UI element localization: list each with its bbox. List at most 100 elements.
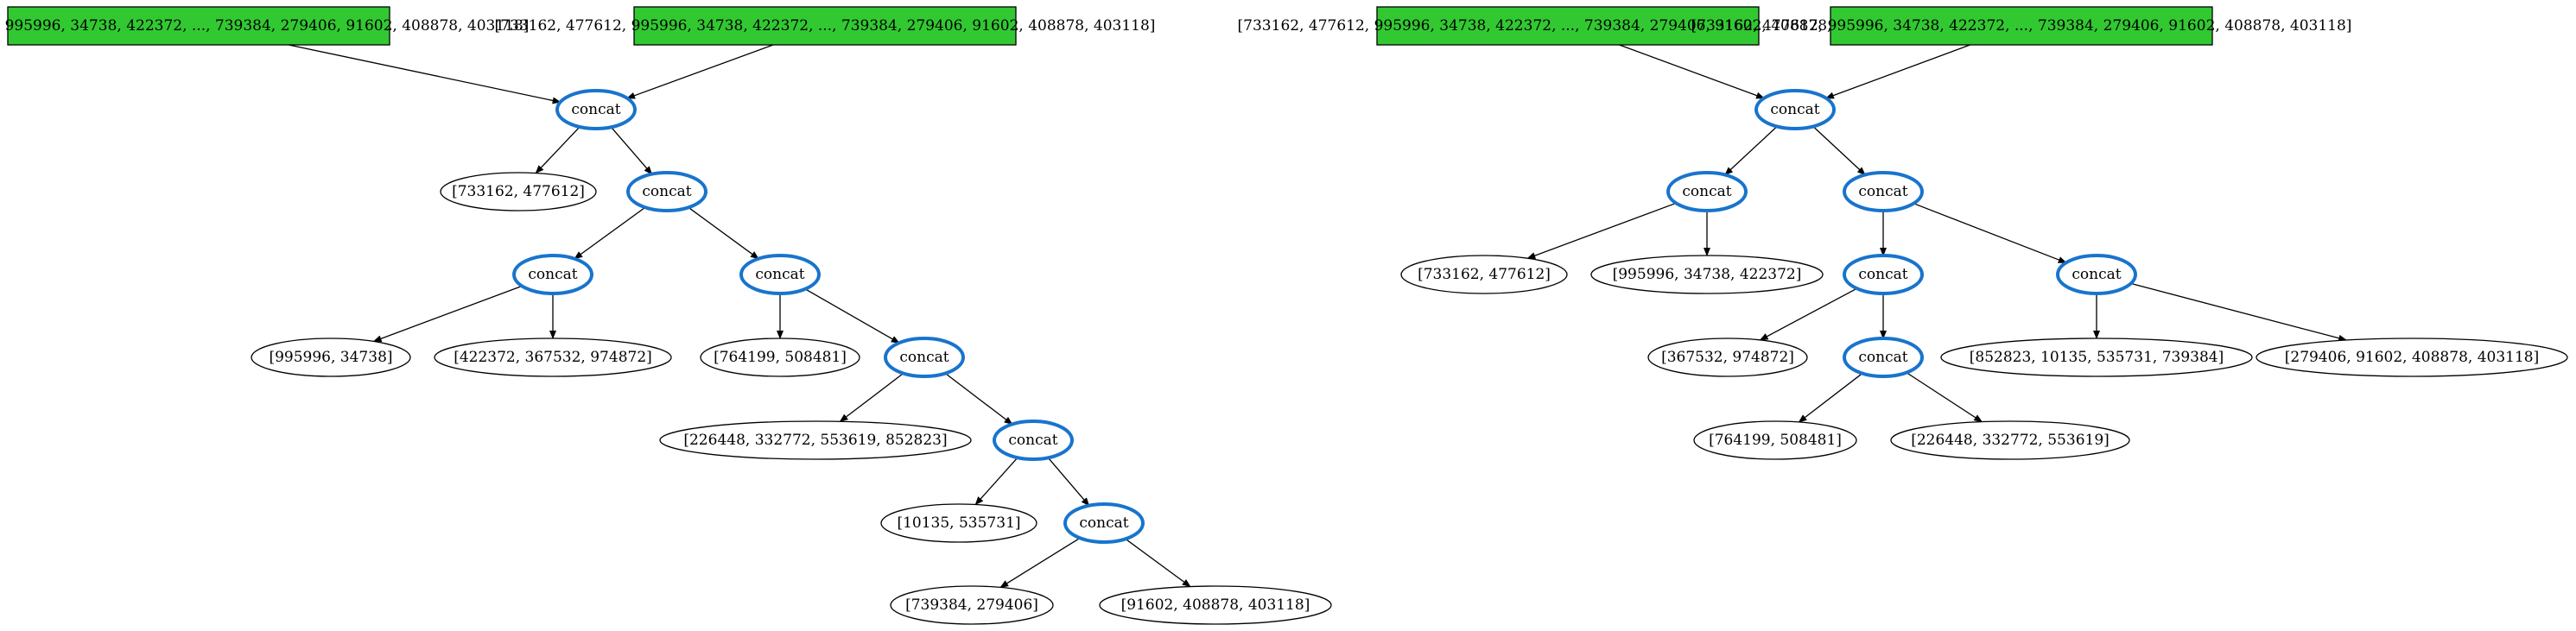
leaf-label: [91602, 408878, 403118] [1121,596,1310,614]
right-concat-node: concat [1843,254,1924,295]
right-leaf-node: [764199, 508481] [1693,420,1857,460]
right-leaf-node: [279406, 91602, 408878, 403118] [2256,338,2568,377]
concat-ellipse [884,337,965,378]
concat-ellipse [626,171,707,212]
left-leaf-node: [422372, 367532, 974872] [434,338,672,377]
left-leaf-node: [764199, 508481] [700,338,860,377]
concat-ellipse [993,420,1074,461]
left-leaf-node: [739384, 279406] [890,585,1054,625]
left-concat-node: concat [993,420,1074,461]
nodes-layer: [733162, 477612, 995996, 34738, 422372, … [0,6,2568,625]
leaf-ellipse [1590,255,1824,294]
left-tree-root-node: [733162, 477612, 995996, 34738, 422372, … [0,6,529,46]
edge-l_c6-to-l_leaf6 [974,457,1018,506]
edge-l_root1-to-l_c1 [289,44,562,104]
left-tree-root-node: [733162, 477612, 995996, 34738, 422372, … [495,6,1155,46]
concat-label: concat [1858,266,1907,283]
leaf-label: [764199, 508481] [714,349,847,366]
concat-label: concat [755,266,804,283]
leaf-label: [733162, 477612] [452,183,585,200]
leaf-label: [226448, 332772, 553619] [1911,432,2110,449]
leaf-ellipse [1940,338,2253,377]
right-leaf-node: [733162, 477612] [1400,255,1568,294]
edge-r_c3-to-r_c5 [1913,203,2067,263]
edge-r_c2-to-r_leaf1 [1526,202,1677,259]
edge-r_root1-to-r_c1 [1619,44,1766,99]
leaf-label: [422372, 367532, 974872] [454,349,652,366]
edge-r_c5-to-r_leaf5 [2130,282,2348,342]
edge-l_c4-to-l_c5 [804,288,900,344]
concat-label: concat [1770,101,1819,118]
leaf-label: [10135, 535731] [897,514,1020,532]
concat-label: concat [1858,349,1907,366]
edge-l_c2-to-l_c4 [688,206,759,260]
leaf-label: [995996, 34738] [269,349,392,366]
edge-r_c1-to-r_c3 [1812,126,1866,176]
concat-ellipse [555,89,637,130]
concat-ellipse [1843,337,1924,378]
leaf-ellipse [880,503,1037,543]
edge-l_c5-to-l_c6 [944,372,1013,426]
edge-r_c1-to-r_c2 [1724,126,1778,176]
leaf-ellipse [1647,338,1808,377]
concat-ellipse [512,254,593,295]
concat-label: concat [1682,183,1731,200]
leaf-label: [764199, 508481] [1709,432,1842,449]
right-tree-root-node: [733162, 477612, 995996, 34738, 422372, … [1238,6,1899,46]
edge-r_c6-to-r_leaf7 [1906,372,1983,423]
left-leaf-node: [226448, 332772, 553619, 852823] [659,420,972,460]
leaf-ellipse [1890,420,2130,460]
left-leaf-node: [733162, 477612] [440,172,597,211]
leaf-label: [733162, 477612] [1418,266,1551,283]
right-concat-node: concat [1666,171,1748,212]
root-box [7,6,390,46]
leaf-ellipse [890,585,1054,625]
right-concat-node: concat [1843,171,1924,212]
leaf-label: [739384, 279406] [905,596,1038,614]
concat-label: concat [1008,432,1057,449]
leaf-ellipse [1693,420,1857,460]
concat-label: concat [899,349,949,366]
left-concat-node: concat [555,89,637,130]
right-leaf-node: [995996, 34738, 422372] [1590,255,1824,294]
leaf-ellipse [700,338,860,377]
leaf-label: [995996, 34738, 422372] [1613,266,1802,283]
right-concat-node: concat [1754,89,1836,130]
concat-label: concat [2072,266,2121,283]
concat-ellipse [1666,171,1748,212]
concat-ellipse [2056,254,2137,295]
concat-label: concat [1079,514,1128,532]
leaf-label: [226448, 332772, 553619, 852823] [683,432,947,449]
edge-r_c4-to-r_leaf3 [1759,287,1857,341]
concat-ellipse [1843,254,1924,295]
leaf-label: [367532, 974872] [1661,349,1794,366]
leaf-ellipse [659,420,972,460]
edge-l_c2-to-l_c3 [574,206,646,260]
root-box [1376,6,1760,46]
leaf-ellipse [434,338,672,377]
left-leaf-node: [91602, 408878, 403118] [1099,585,1332,625]
left-leaf-node: [995996, 34738] [251,338,411,377]
edge-l_c7-to-l_leaf7 [999,537,1081,588]
concat-label: concat [528,266,577,283]
edges-layer [289,44,2348,588]
edge-l_c7-to-l_leaf8 [1125,538,1191,588]
right-concat-node: concat [1843,337,1924,378]
left-concat-node: concat [884,337,965,378]
root-label: [733162, 477612, 995996, 34738, 422372, … [1238,17,1899,35]
root-box [633,6,1017,46]
right-tree-root-node: [733162, 477612, 995996, 34738, 422372, … [1691,6,2352,46]
right-concat-node: concat [2056,254,2137,295]
leaf-ellipse [1099,585,1332,625]
left-concat-node: concat [626,171,707,212]
leaf-ellipse [2256,338,2568,377]
root-label: [733162, 477612, 995996, 34738, 422372, … [1691,17,2352,35]
leaf-ellipse [1400,255,1568,294]
left-concat-node: concat [1063,502,1145,544]
edge-l_c5-to-l_leaf5 [839,372,904,422]
edge-l_c6-to-l_c7 [1047,457,1090,507]
concat-ellipse [1063,502,1145,544]
right-leaf-node: [367532, 974872] [1647,338,1808,377]
edge-l_c1-to-l_leaf1 [535,126,581,174]
